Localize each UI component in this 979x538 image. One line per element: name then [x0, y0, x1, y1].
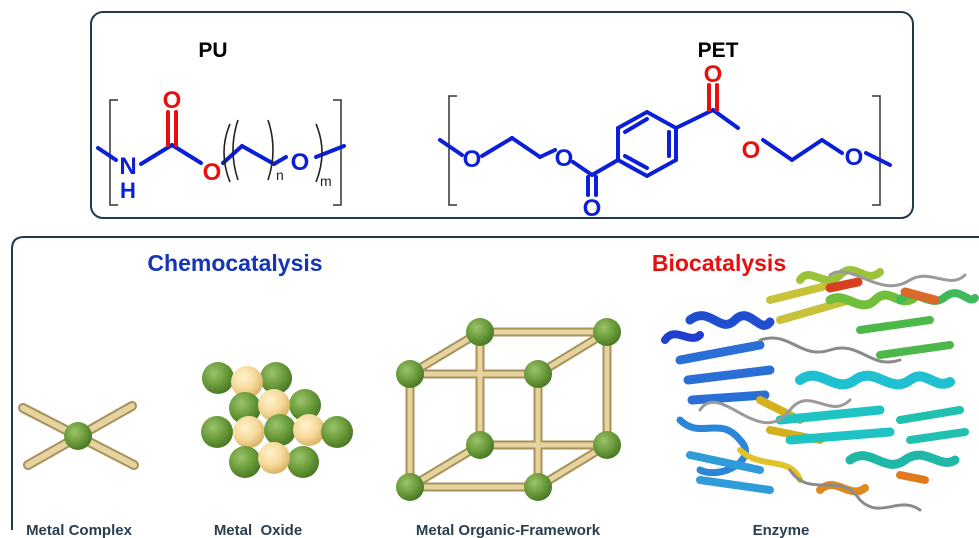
pu-atom-ester-o: O [203, 159, 222, 186]
pet-upper-carbonyl [707, 83, 719, 112]
pu-right-bracket [333, 99, 342, 206]
pet-title: PET [698, 39, 739, 62]
pu-bonds [96, 143, 346, 166]
pet-atom-o2: O [555, 145, 574, 172]
pu-outer-paren-left [223, 123, 231, 183]
pu-atom-h: H [120, 178, 136, 203]
biocatalysis-title: Biocatalysis [652, 250, 786, 276]
pu-atom-carbonyl-o: O [163, 87, 182, 114]
pu-atom-n: N [119, 153, 136, 180]
label-mof: Metal Organic-Framework [416, 522, 601, 538]
pu-atom-ether-o: O [291, 149, 310, 176]
pet-atom-o1: O [463, 146, 482, 173]
pu-inner-paren-left [232, 119, 239, 181]
metal-complex-illustration [18, 401, 139, 470]
pu-left-bracket [109, 99, 118, 206]
enzyme-illustration [661, 266, 979, 512]
pet-atom-o3: O [742, 137, 761, 164]
pet-bonds [438, 108, 892, 197]
polymer-panel-frame [90, 11, 914, 219]
pet-atom-o-top: O [704, 61, 723, 88]
pu-subscript-n: n [276, 167, 284, 183]
pu-subscript-m: m [320, 173, 332, 189]
pu-outer-paren-right [315, 123, 323, 183]
pet-right-bracket [872, 95, 881, 206]
label-metal-complex: Metal Complex [26, 522, 133, 538]
pet-structure: PET O O [438, 39, 892, 222]
metal-oxide-illustration [201, 362, 353, 478]
label-enzyme: Enzyme [753, 522, 810, 538]
pet-atom-o4: O [845, 144, 864, 171]
pu-structure: PU N H O O O n m [96, 39, 346, 206]
pet-atom-o-bottom: O [583, 195, 602, 222]
mof-illustration [396, 318, 621, 501]
label-metal-oxide: Metal Oxide [214, 522, 302, 538]
pu-carbonyl-bond [166, 110, 178, 147]
metal-center-atom [64, 422, 92, 450]
pet-left-bracket [448, 95, 457, 206]
catalysis-panel-frame [11, 236, 979, 530]
chemocatalysis-title: Chemocatalysis [147, 250, 322, 276]
pu-inner-paren-right [267, 119, 274, 181]
pu-title: PU [198, 39, 227, 62]
